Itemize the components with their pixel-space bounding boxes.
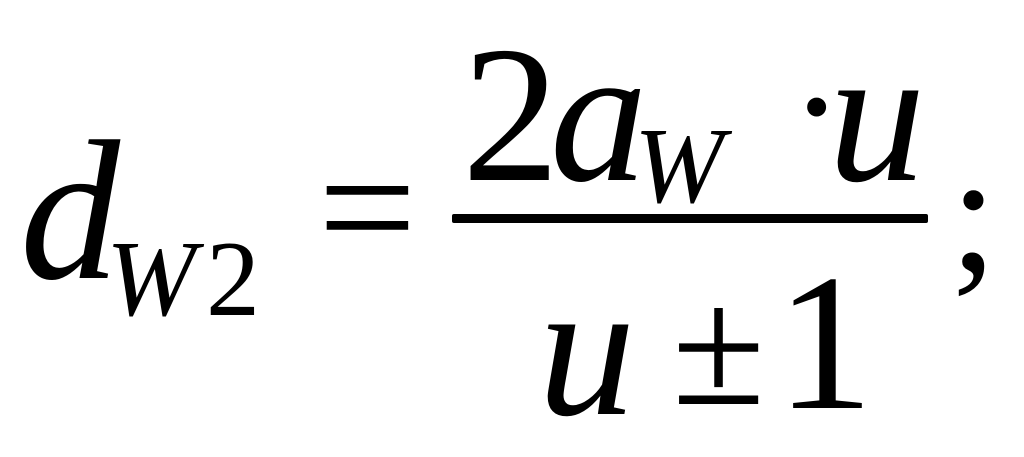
semicolon: ; — [950, 119, 998, 307]
numerator-multiplier: u — [828, 7, 926, 223]
denominator-constant: 1 — [776, 235, 874, 451]
equals-sign: = — [318, 110, 417, 304]
fraction-bar — [452, 214, 928, 223]
numerator-coefficient: 2 — [462, 7, 560, 223]
lhs-subscript-number: 2 — [206, 220, 260, 339]
gear-diameter-formula: d W 2 = 2 a W · u u ± 1 ; — [20, 7, 998, 447]
numerator-variable: a — [550, 7, 648, 223]
denominator-variable: u — [538, 241, 636, 457]
numerator-subscript: W — [634, 107, 724, 226]
multiplication-dot: · — [790, 17, 844, 195]
lhs-variable: d — [20, 101, 120, 322]
lhs-subscript-variable: W — [106, 220, 196, 339]
plus-minus-sign: ± — [672, 253, 766, 441]
